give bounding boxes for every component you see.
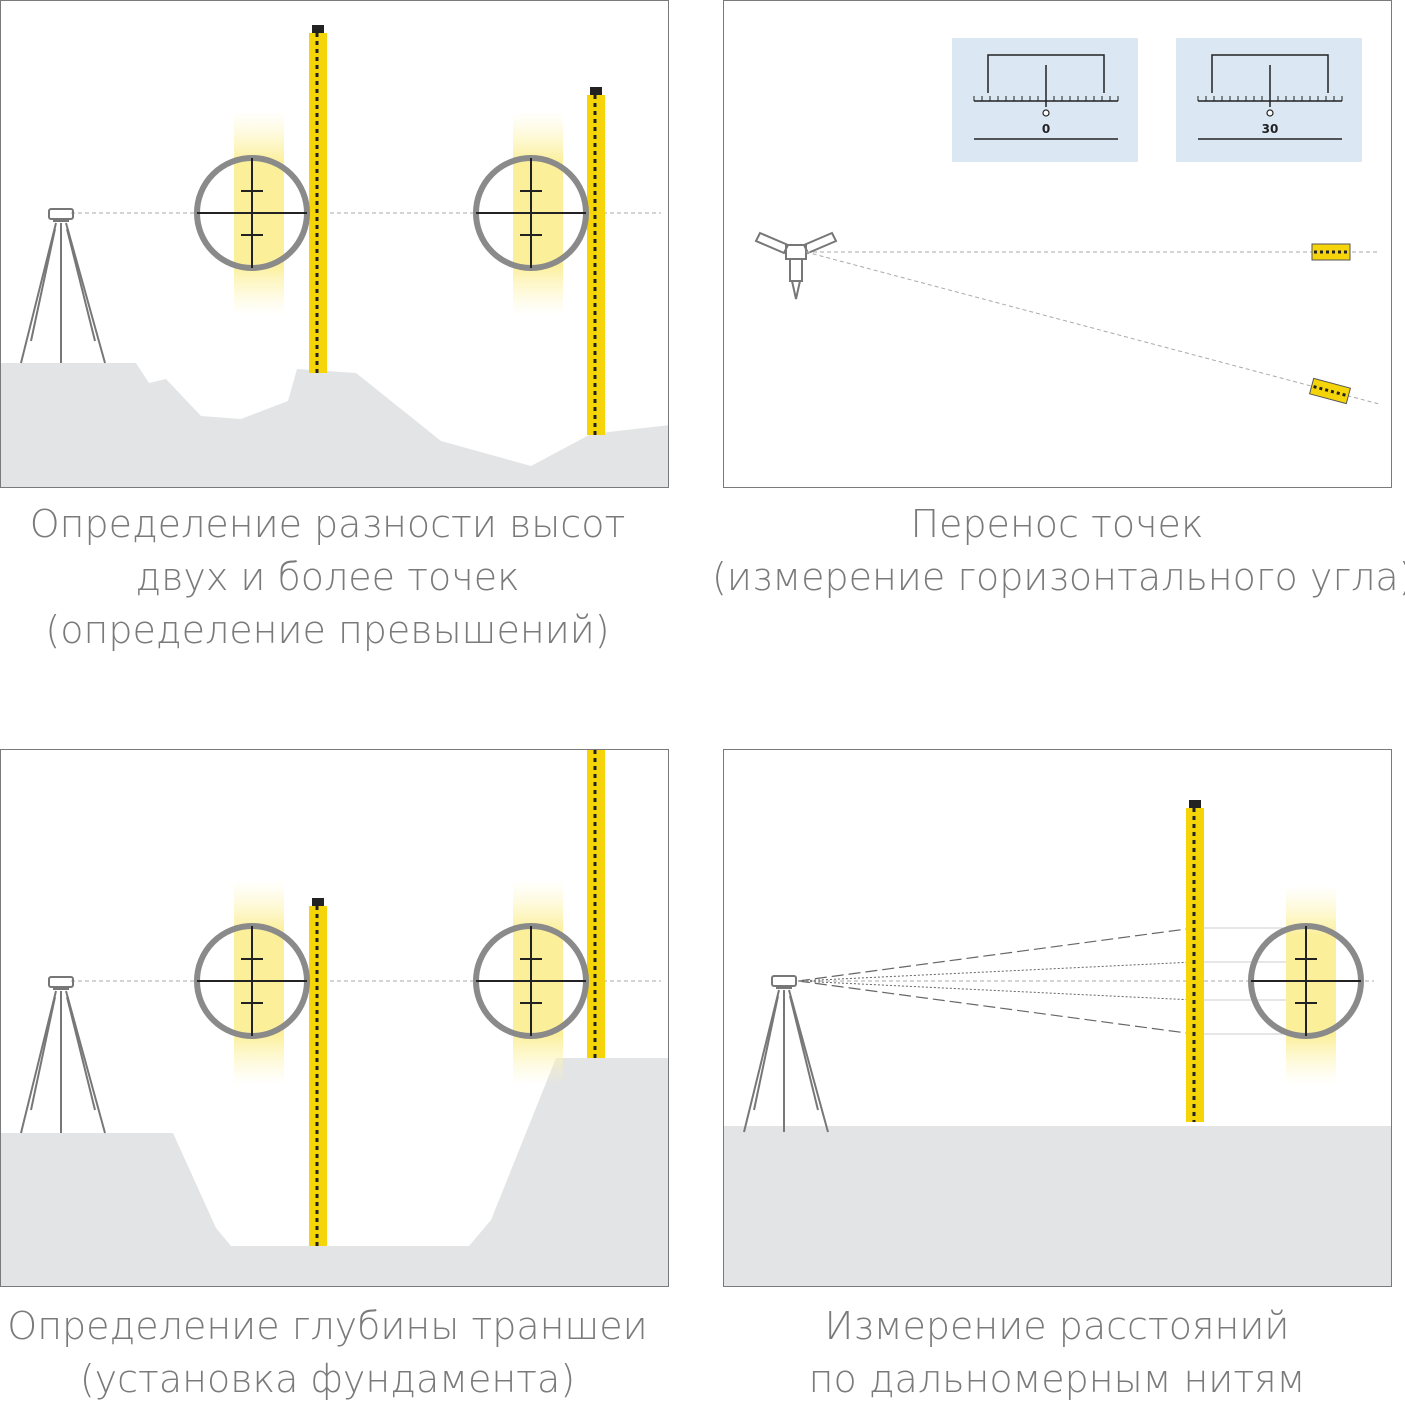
- reticle-2: [473, 923, 589, 1039]
- reticle-1: [194, 155, 310, 271]
- ground-flat: [724, 1126, 1391, 1286]
- panel-trench-depth: [0, 749, 669, 1287]
- panel-stadia-distance: [723, 749, 1392, 1287]
- stadia-distance-illustration: [724, 800, 1391, 1286]
- leveling-staff-1: [309, 25, 327, 373]
- scale-label-right: 30: [1262, 122, 1279, 136]
- trench-depth-illustration: [1, 750, 668, 1286]
- level-tripod-icon: [743, 975, 829, 1133]
- level-tripod-icon: [20, 208, 106, 364]
- staff-target-far: [1308, 377, 1352, 405]
- level-tripod-icon: [20, 976, 106, 1134]
- leveling-staff-stadia: [1186, 800, 1204, 1122]
- caption-height-difference: Определение разности высот двух и более …: [29, 502, 626, 652]
- angle-scale-right: 30: [1176, 38, 1362, 162]
- reticle-stadia: [1248, 923, 1364, 1039]
- caption-point-transfer: Перенос точек (измерение горизонтального…: [712, 502, 1405, 599]
- panel-point-transfer: 0 30: [723, 0, 1392, 488]
- leveling-staff-trench: [309, 898, 327, 1246]
- leveling-staff-2: [587, 87, 605, 435]
- ground-trench: [1, 1058, 668, 1286]
- point-transfer-illustration: 0 30: [754, 38, 1380, 405]
- reticle-2: [473, 155, 589, 271]
- reticle-1: [194, 923, 310, 1039]
- scale-label-left: 0: [1042, 122, 1050, 136]
- panel-height-difference: [0, 0, 669, 488]
- angle-scale-left: 0: [952, 38, 1138, 162]
- instrument-top-view-icon: [754, 231, 838, 300]
- height-difference-illustration: [1, 25, 668, 487]
- leveling-staff-top: [587, 750, 605, 1058]
- staff-target-near: [1311, 243, 1351, 261]
- caption-stadia-distance: Измерение расстояний по дальномерным нит…: [808, 1304, 1306, 1401]
- caption-trench-depth: Определение глубины траншеи (установка ф…: [7, 1304, 648, 1401]
- ground-terrain: [1, 363, 668, 487]
